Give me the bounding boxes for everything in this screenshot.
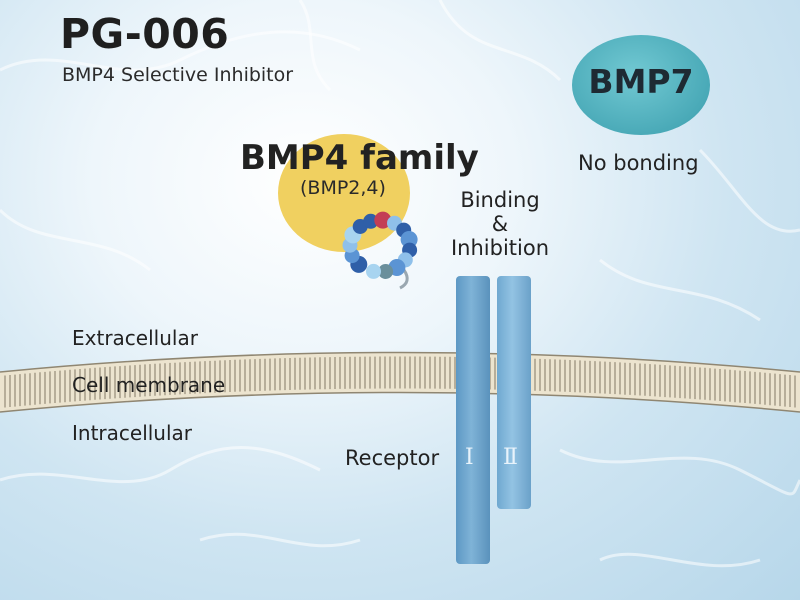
inhibitor-bead	[366, 263, 381, 279]
bmp4-family-subtitle: (BMP2,4)	[300, 177, 386, 199]
receptor-label: Receptor	[345, 446, 440, 470]
receptor-type-2	[497, 276, 531, 509]
cell-membrane	[0, 351, 800, 413]
page-subtitle: BMP4 Selective Inhibitor	[62, 64, 294, 86]
binding-line-1: Binding	[460, 188, 540, 212]
binding-line-2: &	[491, 212, 509, 236]
binding-inhibition-label: Binding & Inhibition	[440, 188, 560, 260]
inhibitor-bead	[374, 211, 392, 229]
inhibitor-molecule	[342, 211, 418, 290]
no-bonding-label: No bonding	[578, 151, 699, 175]
bmp4-family-title: BMP4 family	[240, 138, 479, 178]
inhibitor-bead	[378, 264, 394, 279]
inhibitor-bead	[363, 213, 379, 229]
extracellular-label: Extracellular	[72, 326, 198, 350]
receptor-type-1-label: Ⅰ	[465, 445, 474, 470]
receptor-type-2-label: Ⅱ	[503, 445, 518, 470]
cell-membrane-label: Cell membrane	[72, 373, 226, 397]
intracellular-label: Intracellular	[72, 421, 193, 445]
page-title: PG-006	[60, 10, 230, 58]
receptor-type-1	[456, 276, 490, 564]
bmp7-circle	[572, 35, 710, 135]
binding-line-3: Inhibition	[450, 236, 550, 260]
bmp7-label: BMP7	[588, 62, 694, 101]
